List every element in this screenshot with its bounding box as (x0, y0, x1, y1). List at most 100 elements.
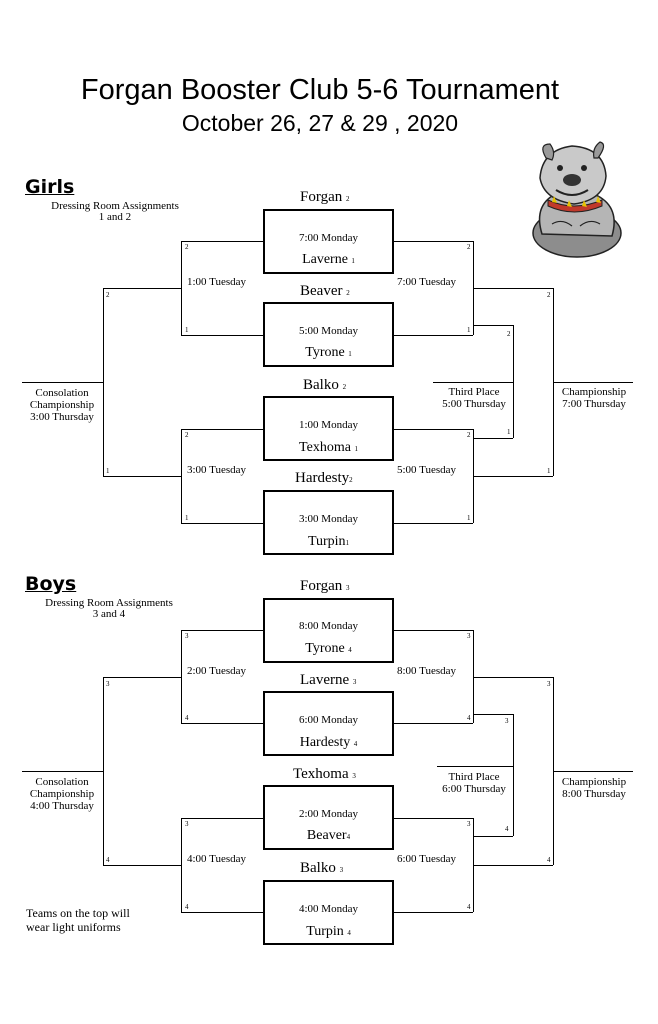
bracket-line (103, 677, 181, 678)
consolation-label: Consolation Championship 3:00 Thursday (22, 387, 102, 423)
bracket-line (393, 912, 473, 913)
label-line: 3:00 Thursday (30, 411, 94, 423)
bracket-line (473, 677, 553, 678)
dressing-note-line: 3 and 4 (92, 608, 126, 620)
bracket-line (393, 723, 473, 724)
championship-label: Championship 7:00 Thursday (556, 386, 632, 410)
consolation-label: Consolation Championship 4:00 Thursday (22, 776, 102, 812)
bracket-line (181, 912, 263, 913)
label-line: Championship (561, 386, 627, 398)
uniform-note-line: wear light uniforms (26, 920, 121, 934)
third-place-label: Third Place 5:00 Thursday (436, 386, 512, 410)
bulldog-mascot-icon (522, 138, 628, 260)
bracket-line (103, 288, 181, 289)
team-label: Turpin1 (307, 534, 350, 549)
bracket-line (513, 325, 514, 438)
team-label: Laverne 1 (302, 252, 355, 267)
bracket-line (473, 714, 513, 715)
championship-label: Championship 8:00 Thursday (556, 776, 632, 800)
game-box (263, 785, 394, 850)
seed-mark: 2 (507, 330, 511, 338)
tournament-title: Forgan Booster Club 5-6 Tournament (80, 74, 560, 106)
seed-mark: 4 (505, 825, 509, 833)
seed-mark: 1 (547, 467, 551, 475)
bracket-line (437, 766, 513, 767)
bracket-line (181, 630, 182, 723)
seed-mark: 4 (467, 714, 471, 722)
seed-mark: 1 (467, 326, 471, 334)
round-time-label: 8:00 Tuesday (397, 665, 456, 677)
bracket-line (393, 523, 473, 524)
game-time: 6:00 Monday (299, 714, 358, 726)
bracket-line (103, 677, 104, 865)
girls-dressing-note: Dressing Room Assignments 1 and 2 (40, 201, 190, 223)
seed-mark: 4 (547, 856, 551, 864)
third-place-label: Third Place 6:00 Thursday (436, 771, 512, 795)
label-line: 7:00 Thursday (562, 398, 626, 410)
bracket-line (473, 630, 474, 723)
seed-mark: 2 (467, 243, 471, 251)
bracket-line (181, 241, 263, 242)
team-label: Beaver 2 (300, 283, 350, 299)
team-label: Texhoma 1 (299, 440, 358, 455)
seed-mark: 3 (185, 632, 189, 640)
round-time-label: 3:00 Tuesday (187, 464, 246, 476)
bracket-line (393, 429, 473, 430)
dressing-note-line: Dressing Room Assignments (51, 200, 179, 212)
game-time: 5:00 Monday (299, 325, 358, 337)
team-label: Hardesty2 (295, 470, 353, 486)
seed-mark: 3 (467, 820, 471, 828)
team-label: Texhoma 3 (293, 766, 356, 782)
bracket-line (393, 630, 473, 631)
seed-mark: 3 (106, 680, 110, 688)
seed-mark: 1 (467, 514, 471, 522)
seed-mark: 2 (185, 431, 189, 439)
team-label: Tyrone 4 (305, 641, 352, 656)
bracket-line (473, 438, 513, 439)
bracket-line (181, 818, 182, 912)
seed-mark: 1 (106, 467, 110, 475)
girls-heading: Girls (25, 176, 75, 198)
seed-mark: 2 (467, 431, 471, 439)
tournament-dates: October 26, 27 & 29 , 2020 (181, 110, 459, 136)
label-line: Third Place (448, 386, 500, 398)
label-line: Consolation (35, 387, 89, 399)
team-label: Balko 3 (300, 860, 344, 876)
bracket-line (181, 818, 263, 819)
bracket-line (22, 771, 103, 772)
seed-mark: 3 (185, 820, 189, 828)
round-time-label: 5:00 Tuesday (397, 464, 456, 476)
uniform-note: Teams on the top will wear light uniform… (26, 906, 130, 934)
label-line: Championship (29, 788, 95, 800)
label-line: 8:00 Thursday (562, 788, 626, 800)
boys-dressing-note: Dressing Room Assignments 3 and 4 (34, 598, 184, 620)
bracket-line (393, 818, 473, 819)
seed-mark: 4 (106, 856, 110, 864)
bracket-line (181, 335, 263, 336)
bracket-line (553, 382, 633, 383)
bracket-line (103, 288, 104, 476)
seed-mark: 2 (185, 243, 189, 251)
team-label: Hardesty 4 (299, 735, 358, 750)
bracket-line (473, 476, 553, 477)
label-line: Championship (29, 399, 95, 411)
bracket-line (181, 241, 182, 335)
game-box (263, 302, 394, 367)
seed-mark: 4 (185, 903, 189, 911)
round-time-label: 4:00 Tuesday (187, 853, 246, 865)
game-time: 3:00 Monday (299, 513, 358, 525)
uniform-note-line: Teams on the top will (26, 906, 130, 920)
game-time: 2:00 Monday (299, 808, 358, 820)
seed-mark: 4 (185, 714, 189, 722)
bracket-line (181, 723, 263, 724)
bracket-line (433, 382, 513, 383)
round-time-label: 6:00 Tuesday (397, 853, 456, 865)
team-label: Tyrone 1 (305, 345, 352, 360)
seed-mark: 3 (547, 680, 551, 688)
round-time-label: 1:00 Tuesday (187, 276, 246, 288)
bracket-line (473, 288, 553, 289)
label-line: Championship (561, 776, 627, 788)
round-time-label: 7:00 Tuesday (397, 276, 456, 288)
team-label: Forgan 2 (300, 189, 350, 205)
dressing-note-line: Dressing Room Assignments (45, 597, 173, 609)
